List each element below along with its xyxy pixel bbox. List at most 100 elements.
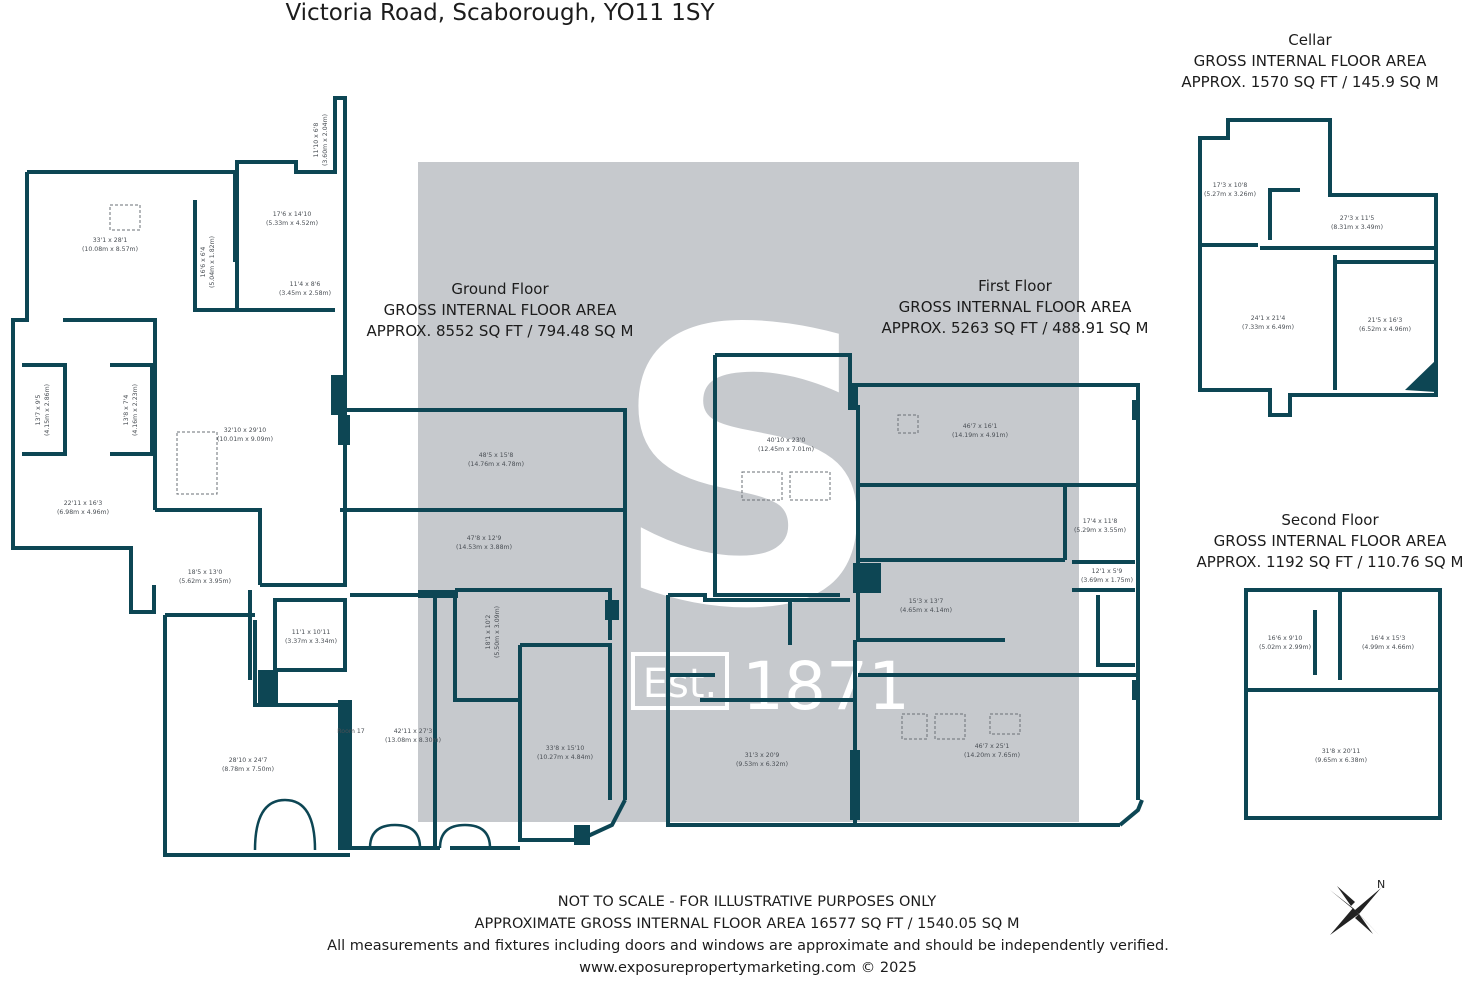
room-dim: 40'10 x 23'0 bbox=[767, 437, 806, 444]
room-dim: 13'7 x 9'5 bbox=[35, 395, 42, 426]
room-dim: 47'8 x 12'9 bbox=[467, 535, 502, 542]
room-dim: (8.31m x 3.49m) bbox=[1331, 224, 1383, 231]
room-dimensions: 33'1 x 28'1 (10.08m x 8.57m) 17'6 x 14'1… bbox=[35, 114, 1414, 773]
watermark: S Est. 1871 bbox=[418, 162, 1079, 822]
room-dim: 48'5 x 15'8 bbox=[479, 452, 514, 459]
room-dim: (4.65m x 4.14m) bbox=[900, 607, 952, 614]
room-dim: 16'4 x 15'3 bbox=[1371, 635, 1406, 642]
cellar-gia-label: GROSS INTERNAL FLOOR AREA bbox=[1193, 52, 1427, 70]
watermark-letter: S bbox=[611, 249, 885, 692]
second-floor-gia-label: GROSS INTERNAL FLOOR AREA bbox=[1213, 532, 1447, 550]
room-dim: 12'1 x 5'9 bbox=[1092, 568, 1123, 575]
room-dim: 15'3 x 13'7 bbox=[909, 598, 944, 605]
footer-measurements-note: All measurements and fixtures including … bbox=[327, 938, 1169, 954]
room-dim: 46'7 x 16'1 bbox=[963, 423, 998, 430]
room-dim: 21'5 x 16'3 bbox=[1368, 317, 1403, 324]
room-dim: (14.76m x 4.78m) bbox=[468, 461, 524, 468]
room-dim: 16'6 x 9'10 bbox=[1268, 635, 1303, 642]
ground-floor-heading: Ground Floor GROSS INTERNAL FLOOR AREA A… bbox=[345, 279, 655, 342]
room-dim: 17'4 x 11'8 bbox=[1083, 518, 1118, 525]
second-floor-area: APPROX. 1192 SQ FT / 110.76 SQ M bbox=[1196, 553, 1464, 571]
room-dim: (9.65m x 6.38m) bbox=[1315, 757, 1367, 764]
room-dim: (9.53m x 6.32m) bbox=[736, 761, 788, 768]
first-floor-name: First Floor bbox=[978, 277, 1052, 295]
cellar-plan bbox=[1198, 118, 1438, 417]
room-dim: 46'7 x 25'1 bbox=[975, 743, 1010, 750]
ground-floor-area: APPROX. 8552 SQ FT / 794.48 SQ M bbox=[366, 322, 634, 340]
footer-total-area: APPROXIMATE GROSS INTERNAL FLOOR AREA 16… bbox=[474, 916, 1020, 932]
room-dim: (4.99m x 4.66m) bbox=[1362, 644, 1414, 651]
room-dim: 11'4 x 8'6 bbox=[290, 281, 321, 288]
ground-floor-gia-label: GROSS INTERNAL FLOOR AREA bbox=[383, 301, 617, 319]
room-dim: (12.45m x 7.01m) bbox=[758, 446, 814, 453]
second-floor-plan bbox=[1244, 588, 1442, 820]
plan-title: Victoria Road, Scaborough, YO11 1SY bbox=[285, 0, 715, 26]
first-floor-plan bbox=[666, 353, 1144, 827]
room-dim: (10.27m x 4.84m) bbox=[537, 754, 593, 761]
ground-wall-blocks bbox=[258, 375, 619, 850]
room-dim: 27'3 x 11'5 bbox=[1340, 215, 1375, 222]
room-dim: (14.20m x 7.65m) bbox=[964, 752, 1020, 759]
room-dim: (14.19m x 4.91m) bbox=[952, 432, 1008, 439]
room-dim: 24'1 x 21'4 bbox=[1251, 315, 1286, 322]
room-dim: 22'11 x 16'3 bbox=[64, 500, 103, 507]
room-label: Room 17 bbox=[337, 728, 365, 735]
room-dim: 33'1 x 28'1 bbox=[93, 237, 128, 244]
first-floor-gia-label: GROSS INTERNAL FLOOR AREA bbox=[898, 298, 1132, 316]
room-dim: (5.04m x 1.82m) bbox=[209, 236, 216, 288]
room-dim: (5.33m x 4.52m) bbox=[266, 220, 318, 227]
watermark-background bbox=[418, 162, 1079, 822]
footer-website: www.exposurepropertymarketing.com © 2025 bbox=[579, 960, 917, 976]
room-dim: 11'10 x 6'8 bbox=[313, 123, 320, 158]
room-dim: (14.53m x 3.88m) bbox=[456, 544, 512, 551]
room-dim: (3.37m x 3.34m) bbox=[285, 638, 337, 645]
cellar-heading: Cellar GROSS INTERNAL FLOOR AREA APPROX.… bbox=[1160, 30, 1460, 93]
room-dim: (3.45m x 2.58m) bbox=[279, 290, 331, 297]
room-dim: 31'3 x 20'9 bbox=[745, 752, 780, 759]
room-dim: (13.08m x 8.30m) bbox=[385, 737, 441, 744]
room-dim: 42'11 x 27'3 bbox=[394, 728, 433, 735]
compass-icon: N bbox=[1330, 878, 1385, 936]
room-dim: 17'6 x 14'10 bbox=[273, 211, 312, 218]
room-dim: (5.50m x 3.09m) bbox=[494, 606, 501, 658]
cellar-area: APPROX. 1570 SQ FT / 145.9 SQ M bbox=[1181, 73, 1439, 91]
ground-floor-plan bbox=[11, 96, 627, 857]
cellar-wall-blocks bbox=[1405, 360, 1436, 392]
room-dim: (6.98m x 4.96m) bbox=[57, 509, 109, 516]
room-dim: 16'6 x 6'4 bbox=[200, 247, 207, 278]
first-floor-area: APPROX. 5263 SQ FT / 488.91 SQ M bbox=[881, 319, 1149, 337]
watermark-badge-frame bbox=[631, 652, 729, 710]
room-dim: (5.29m x 3.55m) bbox=[1074, 527, 1126, 534]
room-dim: 13'8 x 7'4 bbox=[123, 395, 130, 426]
room-dim: (4.16m x 2.23m) bbox=[132, 384, 139, 436]
room-dim: (5.27m x 3.26m) bbox=[1204, 191, 1256, 198]
room-dim: (5.62m x 3.95m) bbox=[179, 578, 231, 585]
room-dim: (7.33m x 6.49m) bbox=[1242, 324, 1294, 331]
second-floor-name: Second Floor bbox=[1281, 511, 1379, 529]
first-wall-blocks bbox=[848, 385, 1140, 820]
room-dim: 18'1 x 10'2 bbox=[485, 615, 492, 650]
room-dim: (3.69m x 1.75m) bbox=[1081, 577, 1133, 584]
room-dim: 31'8 x 20'11 bbox=[1322, 748, 1361, 755]
room-dim: 11'1 x 10'11 bbox=[292, 629, 331, 636]
watermark-year: 1871 bbox=[742, 648, 910, 725]
footer-disclaimer: NOT TO SCALE - FOR ILLUSTRATIVE PURPOSES… bbox=[557, 894, 937, 910]
ground-floor-name: Ground Floor bbox=[451, 280, 549, 298]
first-floor-heading: First Floor GROSS INTERNAL FLOOR AREA AP… bbox=[860, 276, 1170, 339]
room-dim: (8.78m x 7.50m) bbox=[222, 766, 274, 773]
room-dim: 33'8 x 15'10 bbox=[546, 745, 585, 752]
room-dim: (6.52m x 4.96m) bbox=[1359, 326, 1411, 333]
room-dim: (3.60m x 2.04m) bbox=[322, 114, 329, 166]
room-dim: 18'5 x 13'0 bbox=[188, 569, 223, 576]
skylights bbox=[109, 204, 1021, 740]
room-dim: 17'3 x 10'8 bbox=[1213, 182, 1248, 189]
cellar-name: Cellar bbox=[1288, 31, 1332, 49]
room-dim: (10.01m x 9.09m) bbox=[217, 436, 273, 443]
room-dim: 28'10 x 24'7 bbox=[229, 757, 268, 764]
room-dim: 32'10 x 29'10 bbox=[224, 427, 267, 434]
compass-letter: N bbox=[1377, 878, 1385, 891]
room-dim: (10.08m x 8.57m) bbox=[82, 246, 138, 253]
room-dim: (5.02m x 2.99m) bbox=[1259, 644, 1311, 651]
room-dim: (4.15m x 2.86m) bbox=[44, 384, 51, 436]
